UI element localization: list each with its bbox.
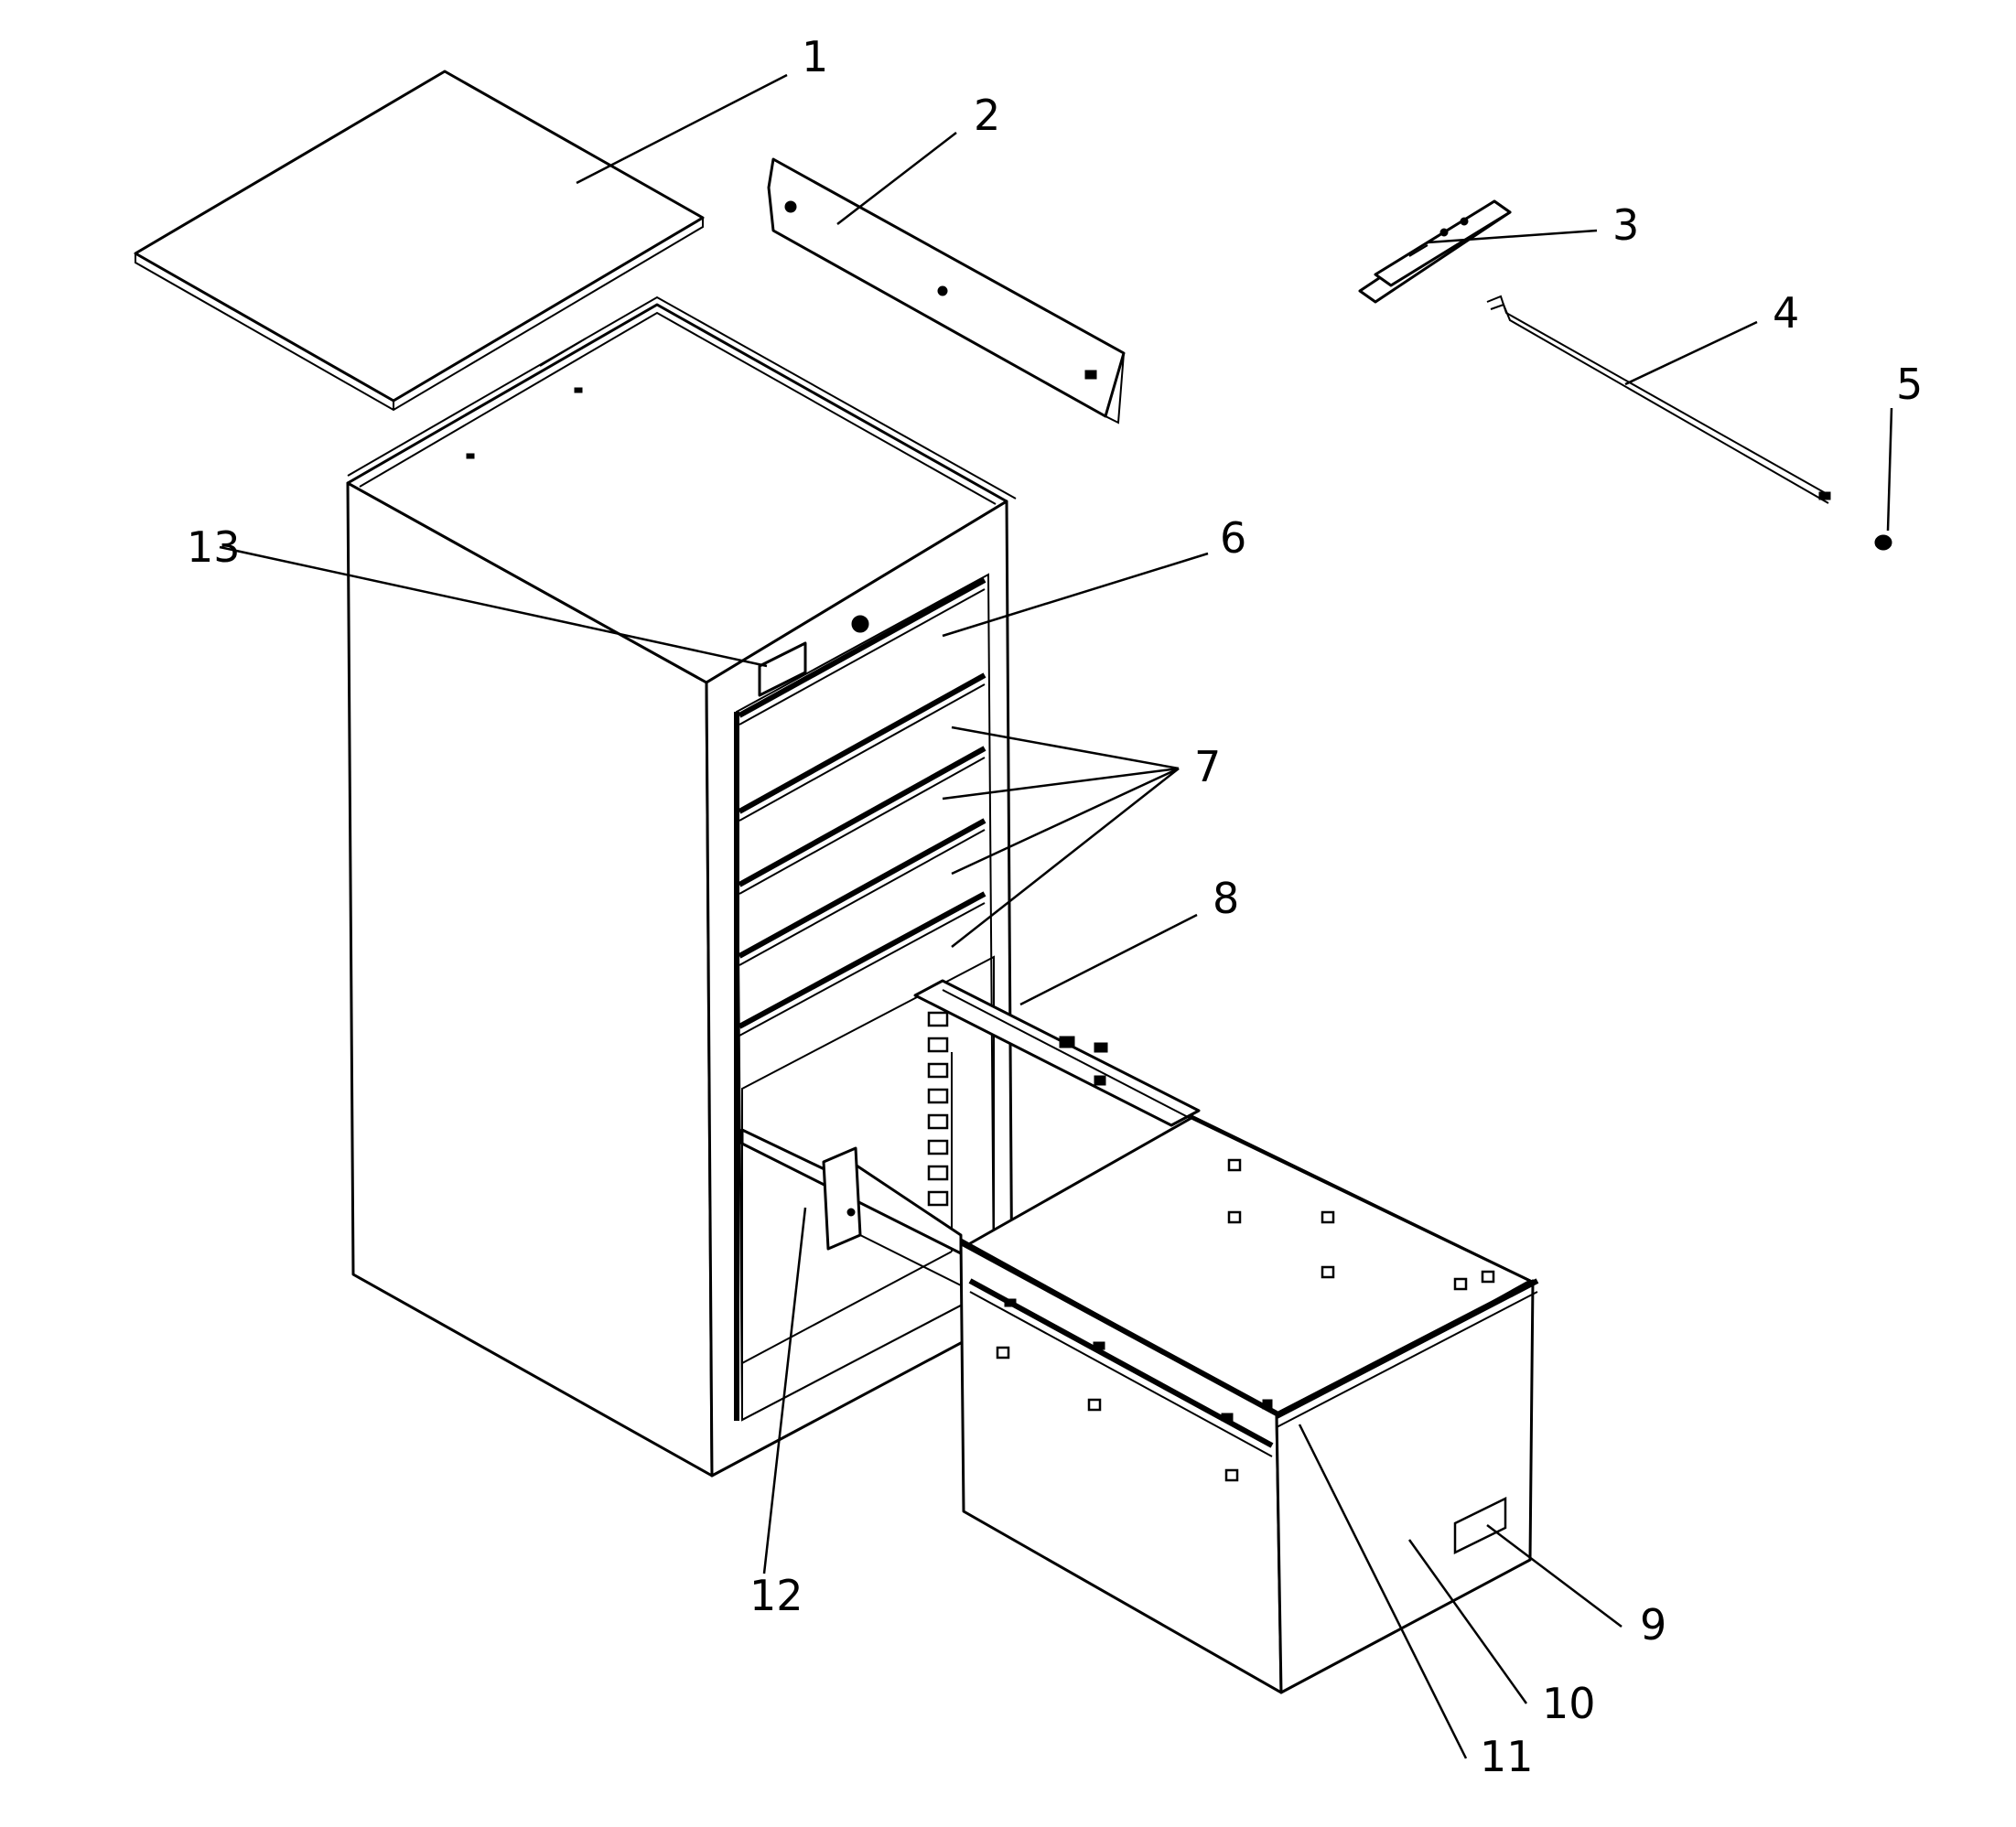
small-bracket — [1358, 199, 1512, 304]
callout-9: 9 — [1640, 1600, 1666, 1650]
locking-rod — [1486, 295, 1831, 504]
drawer-handle — [738, 577, 986, 725]
drawer-fronts — [738, 577, 986, 1037]
rail-slot-column — [927, 1011, 949, 1207]
drawer-handle — [738, 672, 986, 822]
callout-2: 2 — [974, 91, 1000, 140]
pulled-out-drawer — [959, 1114, 1539, 1694]
callout-10: 10 — [1542, 1679, 1596, 1728]
callout-12: 12 — [749, 1571, 803, 1620]
drawer-handle — [738, 891, 986, 1037]
callout-11: 11 — [1480, 1732, 1534, 1781]
callout-labels: 1 2 3 4 5 6 7 8 9 10 11 12 13 — [187, 32, 1923, 1781]
fastener — [1874, 534, 1892, 551]
cabinet-body — [346, 296, 1017, 1478]
callout-8: 8 — [1213, 874, 1239, 923]
callout-6: 6 — [1220, 513, 1246, 563]
leader-lines — [219, 73, 1893, 1759]
top-lid-panel — [134, 70, 705, 412]
callout-4: 4 — [1773, 288, 1799, 338]
callout-1: 1 — [802, 32, 828, 81]
callout-3: 3 — [1612, 200, 1639, 250]
callout-13: 13 — [187, 522, 241, 572]
drawer-handle — [738, 818, 986, 966]
drawer-handle — [738, 746, 986, 895]
callout-7: 7 — [1194, 742, 1221, 791]
rear-bracket — [767, 157, 1126, 425]
callout-5: 5 — [1896, 360, 1923, 409]
lower-drawer-slide — [740, 1128, 963, 1286]
upper-drawer-slide — [913, 979, 1201, 1127]
